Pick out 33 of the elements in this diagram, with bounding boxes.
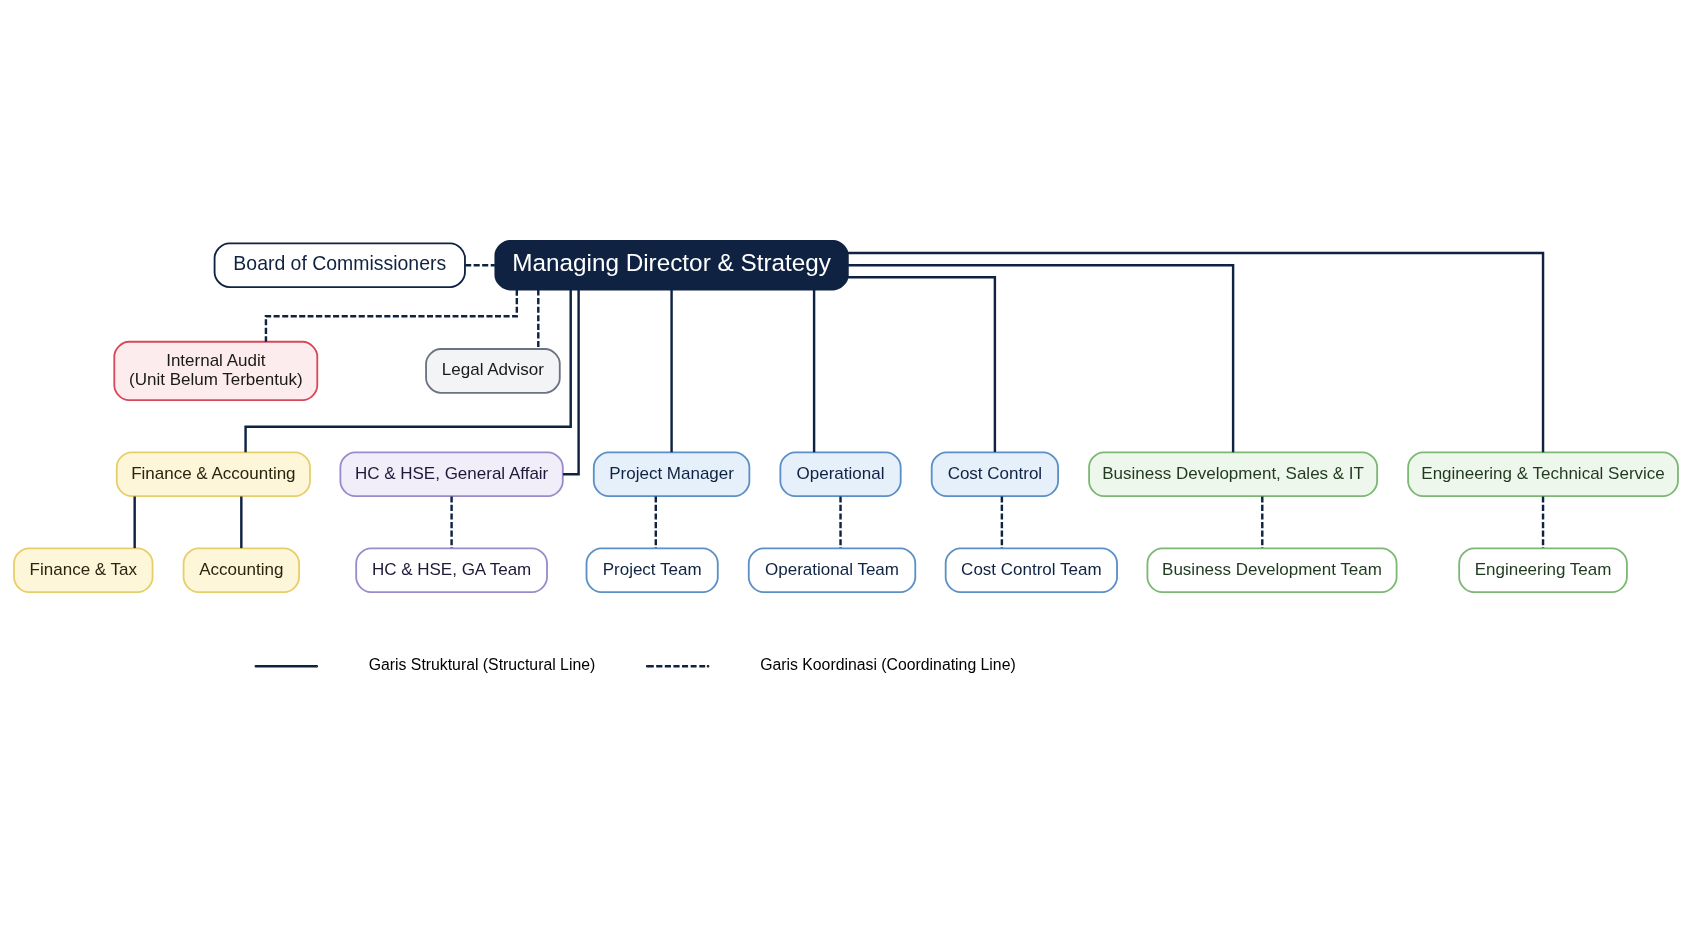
node-box: Finance & Accounting — [115, 451, 311, 497]
connector — [812, 289, 816, 453]
node-box: Finance & Tax — [13, 547, 154, 594]
legend-label: Garis Struktural (Structural Line) — [368, 656, 596, 674]
node-box: Board of Commissioners — [213, 242, 466, 288]
node-box: Cost Control Team — [944, 547, 1118, 594]
node-box: Engineering & Technical Service — [1407, 451, 1679, 497]
connector — [264, 289, 519, 342]
node-box: Business Development Team — [1146, 547, 1398, 594]
connector — [847, 251, 1545, 453]
connector — [244, 289, 572, 453]
node-box: Engineering Team — [1458, 547, 1628, 594]
node-box: Internal Audit (Unit Belum Terbentuk) — [113, 340, 319, 401]
node-box: HC & HSE, GA Team — [355, 547, 548, 594]
node-box: Managing Director & Strategy — [494, 239, 849, 291]
connector — [537, 289, 540, 350]
node-box: Project Team — [585, 547, 719, 594]
legend-label: Garis Koordinasi (Coordinating Line) — [760, 656, 1016, 674]
connector — [133, 496, 136, 549]
node-box: Project Manager — [592, 451, 751, 497]
node-box: Operational — [779, 451, 902, 497]
node-box: HC & HSE, General Affair — [339, 451, 564, 497]
connector — [670, 289, 673, 453]
node-box: Business Development, Sales & IT — [1088, 451, 1379, 497]
connector — [465, 263, 495, 267]
node-box: Operational Team — [747, 547, 917, 594]
connector — [563, 289, 580, 476]
connector — [847, 276, 997, 452]
node-box: Accounting — [182, 547, 300, 594]
connector — [848, 263, 1235, 453]
node-box: Cost Control — [930, 451, 1059, 497]
node-box: Legal Advisor — [425, 348, 561, 394]
connector — [240, 496, 243, 549]
